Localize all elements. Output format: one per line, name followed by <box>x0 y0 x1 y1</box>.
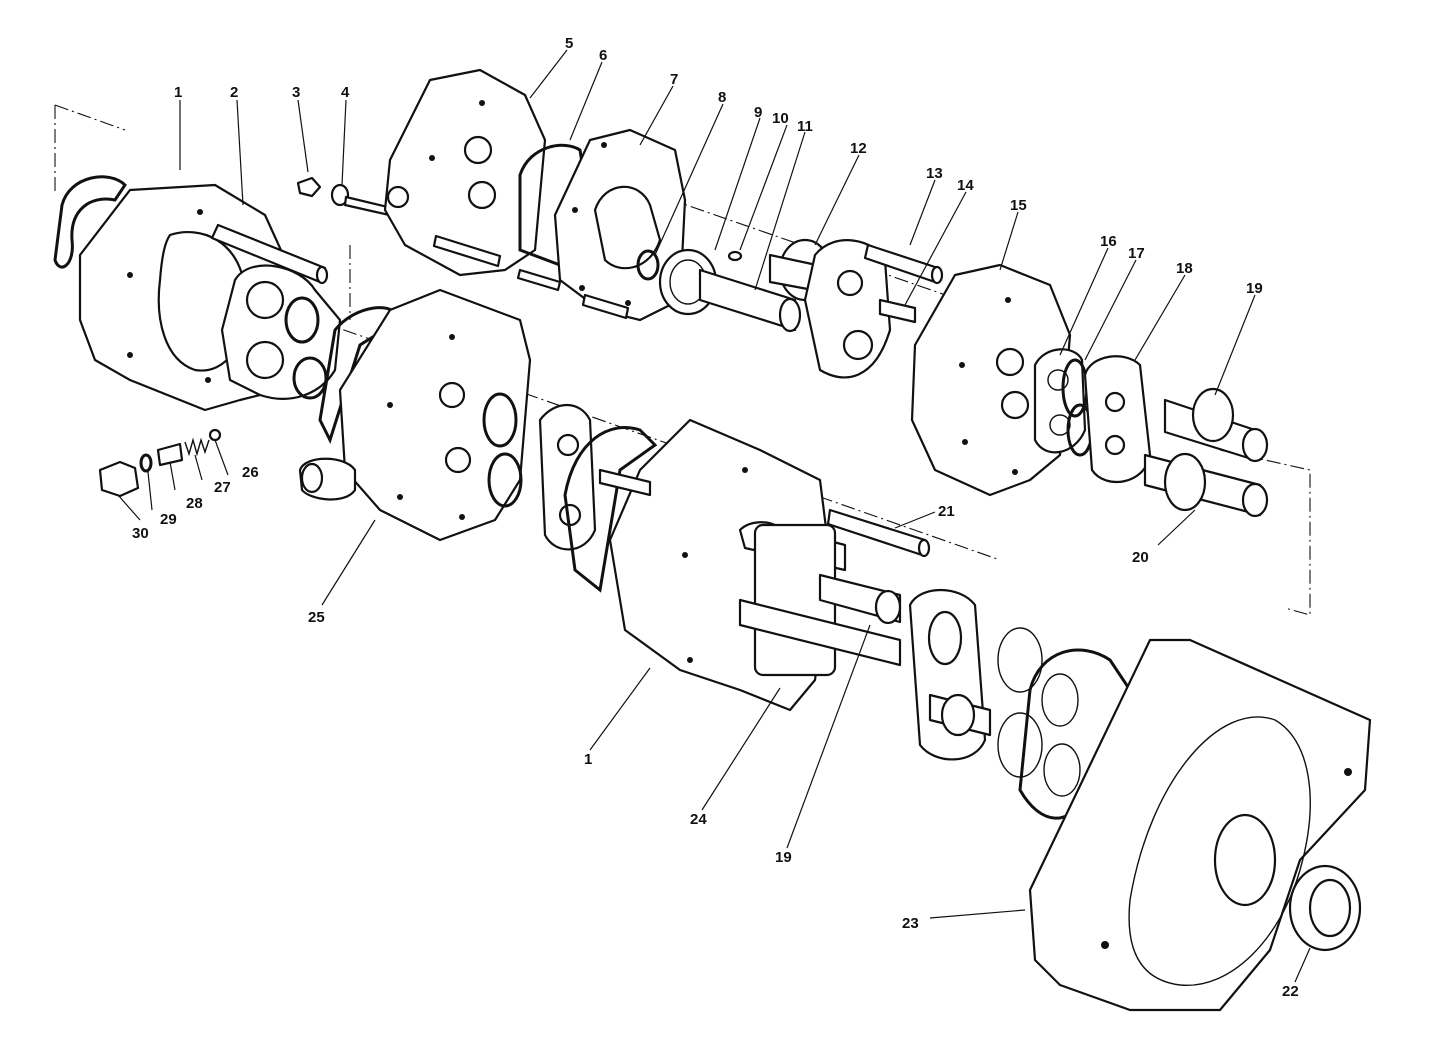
housing-25 <box>298 288 532 542</box>
callout-19-top: 19 <box>1246 280 1263 297</box>
callout-21: 21 <box>938 503 955 520</box>
dowel-pin-13 <box>863 243 944 285</box>
callout-10: 10 <box>772 110 789 127</box>
driven-gear-19-lower <box>818 573 902 625</box>
section-plate-5 <box>383 68 547 277</box>
drive-gear-19-upper <box>1163 387 1269 463</box>
callout-20: 20 <box>1132 549 1149 566</box>
callout-1-top: 1 <box>174 84 182 101</box>
thrust-plate <box>803 239 892 379</box>
callout-11: 11 <box>797 118 813 135</box>
callout-4: 4 <box>341 84 350 101</box>
callout-16: 16 <box>1100 233 1117 250</box>
callout-2: 2 <box>230 84 238 101</box>
callout-22: 22 <box>1282 983 1299 1000</box>
seal-plate-left <box>220 264 342 400</box>
callout-30: 30 <box>132 525 149 542</box>
shaft-seal-22 <box>1288 864 1362 952</box>
seal-plate-front <box>908 588 992 761</box>
callout-9: 9 <box>754 104 762 121</box>
wear-plate-18 <box>1083 355 1152 484</box>
callout-6: 6 <box>599 47 607 64</box>
dowel-pin-long <box>210 223 329 285</box>
callout-18: 18 <box>1176 260 1193 277</box>
callout-23: 23 <box>902 915 919 932</box>
callout-15: 15 <box>1010 197 1027 214</box>
callout-12: 12 <box>850 140 867 157</box>
callout-28: 28 <box>186 495 203 512</box>
o-ring-8 <box>636 249 660 281</box>
callout-29: 29 <box>160 511 177 528</box>
key-10 <box>727 250 743 262</box>
callout-13: 13 <box>926 165 943 182</box>
callout-27: 27 <box>214 479 231 496</box>
callout-3: 3 <box>292 84 300 101</box>
callout-8: 8 <box>718 89 726 106</box>
cap-screw <box>296 176 322 198</box>
driven-gear-20 <box>1143 452 1269 518</box>
dowel-pin-21 <box>826 508 931 558</box>
callout-24: 24 <box>690 811 707 828</box>
callout-5: 5 <box>565 35 573 52</box>
drive-gear-24 <box>738 521 902 677</box>
callout-25: 25 <box>308 609 325 626</box>
center-lines <box>54 104 1311 616</box>
plate-7 <box>516 128 687 322</box>
callout-7: 7 <box>670 71 678 88</box>
leader-lines <box>117 49 1311 983</box>
relief-spring <box>184 437 210 457</box>
seal-plate-mid <box>482 392 658 593</box>
callout-1-bottom: 1 <box>584 751 592 768</box>
drive-shaft-11 <box>698 268 802 333</box>
relief-ball <box>208 428 222 442</box>
relief-spring-guide <box>156 442 184 467</box>
callout-26: 26 <box>242 464 259 481</box>
callout-14: 14 <box>957 177 974 194</box>
relief-o-ring <box>139 453 153 473</box>
callout-labels: 1 2 3 4 5 6 7 8 9 10 11 12 13 14 15 16 1… <box>132 35 1299 1000</box>
splined-coupling-14 <box>878 298 917 324</box>
callout-19-bottom: 19 <box>775 849 792 866</box>
relief-plug <box>98 460 140 498</box>
callout-17: 17 <box>1128 245 1145 262</box>
mounting-flange-23 <box>1028 638 1372 1012</box>
seal-16 <box>1033 348 1087 454</box>
